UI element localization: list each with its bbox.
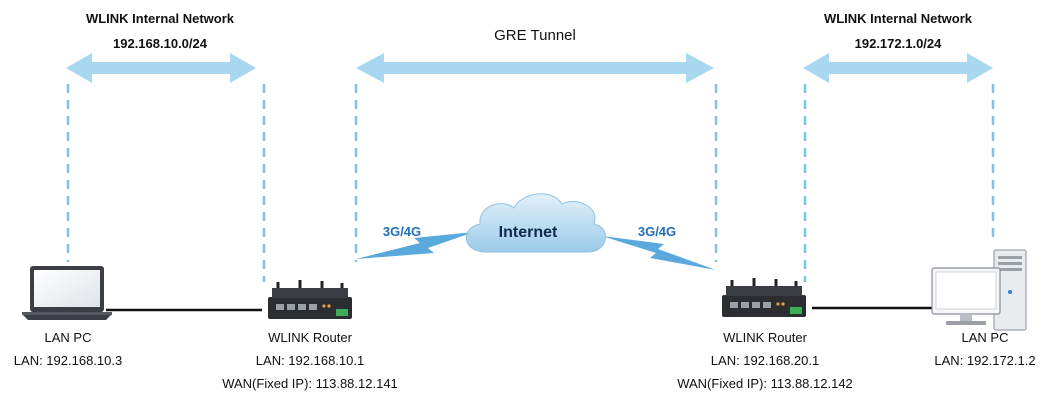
left-link-label: 3G/4G <box>382 224 422 239</box>
right-network-title: WLINK Internal Network <box>823 11 973 26</box>
right-pc-lan: LAN: 192.172.1.2 <box>934 353 1036 368</box>
left-pc-lan: LAN: 192.168.10.3 <box>13 353 123 368</box>
left-pc-name: LAN PC <box>44 330 92 345</box>
internet-label: Internet <box>498 224 558 241</box>
left-router-lan: LAN: 192.168.10.1 <box>255 353 365 368</box>
left-network-subnet: 192.168.10.0/24 <box>113 36 207 51</box>
left-network-arrow <box>66 53 256 83</box>
left-network-title: WLINK Internal Network <box>85 11 235 26</box>
gre-tunnel-title: GRE Tunnel <box>494 27 576 44</box>
left-wireless-bolt <box>356 232 474 259</box>
right-pc-name: LAN PC <box>961 330 1009 345</box>
left-router-name: WLINK Router <box>268 330 352 345</box>
laptop-icon <box>22 266 112 320</box>
right-router-lan: LAN: 192.168.20.1 <box>710 353 820 368</box>
desktop-pc-icon <box>931 249 1027 331</box>
right-router-name: WLINK Router <box>723 330 807 345</box>
right-router-icon <box>722 278 806 317</box>
right-router-wan: WAN(Fixed IP): 113.88.12.142 <box>677 376 853 391</box>
right-wireless-bolt <box>602 236 716 270</box>
left-router-icon <box>268 280 352 319</box>
right-link-label: 3G/4G <box>637 224 677 239</box>
right-network-arrow <box>803 53 993 83</box>
internet-cloud-icon <box>465 193 606 253</box>
left-router-wan: WAN(Fixed IP): 113.88.12.141 <box>222 376 398 391</box>
right-network-subnet: 192.172.1.0/24 <box>854 36 942 51</box>
gre-tunnel-arrow <box>356 53 714 83</box>
